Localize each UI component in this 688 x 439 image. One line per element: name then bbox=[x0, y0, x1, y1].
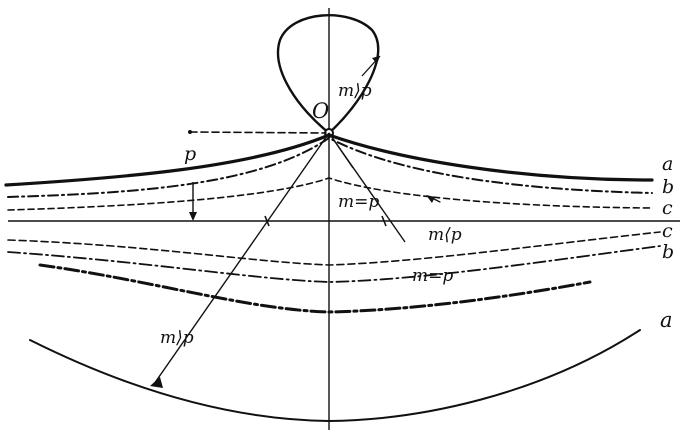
trajectory-line-mid bbox=[328, 132, 354, 169]
right-label-c-upper: c bbox=[662, 197, 673, 219]
right-label-a: a bbox=[662, 153, 673, 175]
curve-c-lower bbox=[7, 231, 661, 266]
lower-equal-label: m=p bbox=[412, 266, 453, 286]
curve-a-lower bbox=[38, 263, 592, 314]
right-label-b-upper: b bbox=[662, 176, 674, 198]
axis-tick-left bbox=[264, 215, 270, 227]
axis-tick-right bbox=[381, 215, 387, 227]
outer-parabola-arrowhead bbox=[150, 377, 163, 388]
closed-orbit-loop bbox=[277, 14, 380, 135]
lower-less-label: m⟨p bbox=[428, 225, 462, 245]
p-label: p bbox=[184, 143, 196, 165]
curve-b-lower bbox=[7, 245, 661, 283]
origin-label: O bbox=[312, 99, 329, 123]
loop-arrowhead bbox=[372, 56, 380, 64]
curve-c-upper bbox=[7, 177, 653, 211]
p-marker-dot bbox=[188, 130, 192, 134]
curve-b-upper bbox=[7, 137, 653, 198]
p-dashed-line bbox=[189, 131, 327, 134]
loop-label: m⟩p bbox=[338, 81, 372, 101]
outer-label: m⟩p bbox=[160, 328, 194, 348]
outer-parabola bbox=[29, 329, 641, 422]
curve-a-upper bbox=[4, 133, 654, 187]
bottom-right-label: a bbox=[660, 308, 673, 332]
right-label-b-lower: b bbox=[662, 241, 674, 263]
p-arrowhead bbox=[189, 212, 197, 221]
right-label-c-lower: c bbox=[662, 220, 673, 242]
upper-equal-label: m=p bbox=[338, 192, 379, 212]
